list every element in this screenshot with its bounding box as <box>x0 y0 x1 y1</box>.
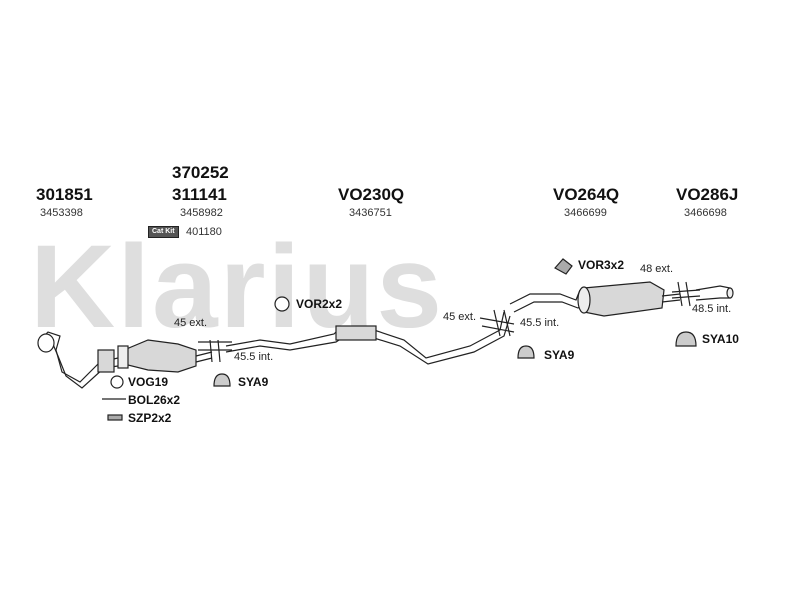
part-number-front-pipe: 301851 <box>36 185 93 204</box>
rubber-mount-icon <box>675 331 697 347</box>
oe-number-centre-pipe: 3436751 <box>349 207 392 219</box>
gasket-ring-icon <box>110 375 124 389</box>
cat-kit-badge: Cat Kit <box>148 226 179 239</box>
oe-number-rear-silencer: 3466699 <box>564 207 607 219</box>
rubber-mount-icon <box>213 373 231 387</box>
front-pipe <box>39 331 119 383</box>
part-number-centre-pipe: VO230Q <box>338 185 405 204</box>
clamp-ring-icon <box>554 258 573 275</box>
part-number-rear-silencer: VO264Q <box>553 185 620 204</box>
catalyst <box>123 339 197 373</box>
fitting-label-sya-rear: SYA9 <box>544 348 575 362</box>
part-number-catalyst: 311141 <box>172 185 227 204</box>
cat-kit-oe-number: 401180 <box>186 226 222 238</box>
spring-icon <box>107 414 123 421</box>
oe-number-front-pipe: 3453398 <box>40 207 83 219</box>
joint-2-ext: 45 ext. <box>443 311 477 323</box>
fitting-label-sya10: SYA10 <box>702 332 739 346</box>
oe-number-catalyst: 3458982 <box>180 207 223 219</box>
joint-3-ext: 48 ext. <box>640 263 674 275</box>
tailpipe <box>695 285 731 301</box>
part-number-tailpipe: VO286J <box>676 185 739 204</box>
fitting-label-bol: BOL26x2 <box>128 393 181 407</box>
fitting-label-vor-mid: VOR2x2 <box>296 297 343 311</box>
oe-number-tailpipe: 3466698 <box>684 207 727 219</box>
joint-1-int: 45.5 int. <box>234 351 274 363</box>
fitting-label-vor-rear: VOR3x2 <box>578 258 625 272</box>
joint-2-int: 45.5 int. <box>520 317 560 329</box>
fitting-label-sya-front: SYA9 <box>238 375 269 389</box>
rear-pipe <box>509 289 581 305</box>
rear-silencer <box>583 281 665 317</box>
rubber-mount-icon <box>517 345 535 359</box>
joint-3-int: 48.5 int. <box>692 303 732 315</box>
joint-1-ext: 45 ext. <box>174 317 208 329</box>
fitting-label-vog: VOG19 <box>128 375 169 389</box>
fitting-label-szp: SZP2x2 <box>128 411 172 425</box>
olive-ring-icon <box>274 296 290 312</box>
part-number-catalyst-top: 370252 <box>172 163 229 182</box>
